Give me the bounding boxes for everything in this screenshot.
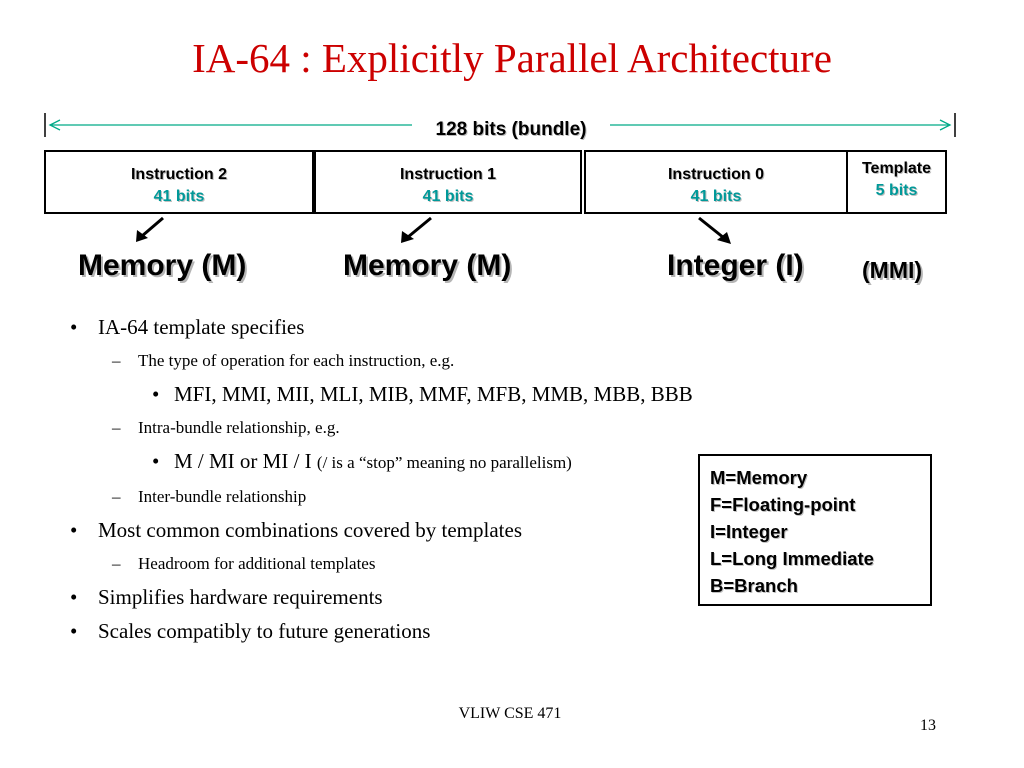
sub-bullet-item: – Intra-bundle relationship, e.g. xyxy=(70,411,710,444)
template-name: Template xyxy=(861,160,932,177)
bullet-text: Simplifies hardware requirements xyxy=(98,585,383,609)
legend-item-integer: I=Integer xyxy=(710,521,788,542)
sub-bullet-item: – The type of operation for each instruc… xyxy=(70,344,710,377)
sub-sub-bullet-item: • MFI, MMI, MII, MLI, MIB, MMF, MFB, MMB… xyxy=(70,377,710,411)
bullet-marker: • xyxy=(152,449,160,473)
instruction-2-bits: 41 bits xyxy=(153,188,205,205)
legend-item-branch: B=Branch xyxy=(710,575,798,596)
bullet-marker: • xyxy=(70,585,78,609)
sub-bullet-item: – Headroom for additional templates xyxy=(70,547,710,580)
unit-label-instr0: Integer (I) xyxy=(667,249,804,282)
legend-item-floating-point: F=Floating-point xyxy=(710,494,856,515)
slide-footer: VLIW CSE 471 xyxy=(458,705,562,722)
stop-example-text: M / MI or MI / I xyxy=(174,449,312,473)
instruction-1-bits: 41 bits xyxy=(422,188,474,205)
stop-note-text: (/ is a “stop” meaning no parallelism) xyxy=(316,453,572,472)
template-box: Template 5 bits xyxy=(846,150,947,214)
bullet-marker: • xyxy=(152,382,160,406)
bullet-item: • IA-64 template specifies xyxy=(70,310,710,344)
pointer-arrow-instr2 xyxy=(136,216,164,242)
bullet-marker: • xyxy=(70,619,78,643)
instruction-2-name: Instruction 2 xyxy=(130,166,227,183)
bullet-item: • Scales compatibly to future generation… xyxy=(70,614,710,648)
bullet-list: • IA-64 template specifies – The type of… xyxy=(70,310,710,648)
instruction-1-box: Instruction 1 41 bits xyxy=(314,150,582,214)
sub-bullet-text: The type of operation for each instructi… xyxy=(138,351,455,370)
sub-bullet-text: Intra-bundle relationship, e.g. xyxy=(138,418,340,437)
bullet-item: • Most common combinations covered by te… xyxy=(70,513,710,547)
sub-sub-bullet-text: MFI, MMI, MII, MLI, MIB, MMF, MFB, MMB, … xyxy=(174,382,693,406)
dash-marker: – xyxy=(112,554,121,573)
sub-bullet-text: Headroom for additional templates xyxy=(138,554,376,573)
bullet-item: • Simplifies hardware requirements xyxy=(70,580,710,614)
bullet-marker: • xyxy=(70,315,78,339)
sub-bullet-text: Inter-bundle relationship xyxy=(138,487,307,506)
dash-marker: – xyxy=(112,418,121,437)
unit-label-instr1: Memory (M) xyxy=(343,249,512,282)
bullet-text: Most common combinations covered by temp… xyxy=(98,518,522,542)
page-number: 13 xyxy=(920,717,936,734)
instruction-1-name: Instruction 1 xyxy=(399,166,496,183)
template-bits: 5 bits xyxy=(875,182,918,199)
instruction-0-name: Instruction 0 xyxy=(667,166,764,183)
dash-marker: – xyxy=(112,487,121,506)
instruction-2-box: Instruction 2 41 bits xyxy=(44,150,314,214)
instruction-0-box: Instruction 0 41 bits xyxy=(584,150,848,214)
slide-title: IA-64 : Explicitly Parallel Architecture xyxy=(192,35,832,81)
dash-marker: – xyxy=(112,351,121,370)
legend-item-memory: M=Memory xyxy=(710,467,808,488)
unit-label-instr2: Memory (M) xyxy=(78,249,247,282)
abbreviation-legend: M=Memory F=Floating-point I=Integer L=Lo… xyxy=(698,454,932,606)
bundle-size-label: 128 bits (bundle) xyxy=(412,117,610,143)
template-type-label: (MMI) xyxy=(862,257,923,283)
bullet-marker: • xyxy=(70,518,78,542)
bullet-text: Scales compatibly to future generations xyxy=(98,619,431,643)
sub-sub-bullet-item: • M / MI or MI / I (/ is a “stop” meanin… xyxy=(70,444,710,480)
bullet-text: IA-64 template specifies xyxy=(98,315,305,339)
instruction-0-bits: 41 bits xyxy=(690,188,742,205)
bundle-arrowhead-left xyxy=(48,119,61,131)
sub-bullet-item: – Inter-bundle relationship xyxy=(70,480,710,513)
pointer-arrow-instr0 xyxy=(698,216,731,244)
bundle-arrowhead-right xyxy=(939,119,952,131)
pointer-arrow-instr1 xyxy=(401,216,432,243)
legend-item-long-immediate: L=Long Immediate xyxy=(710,548,874,569)
